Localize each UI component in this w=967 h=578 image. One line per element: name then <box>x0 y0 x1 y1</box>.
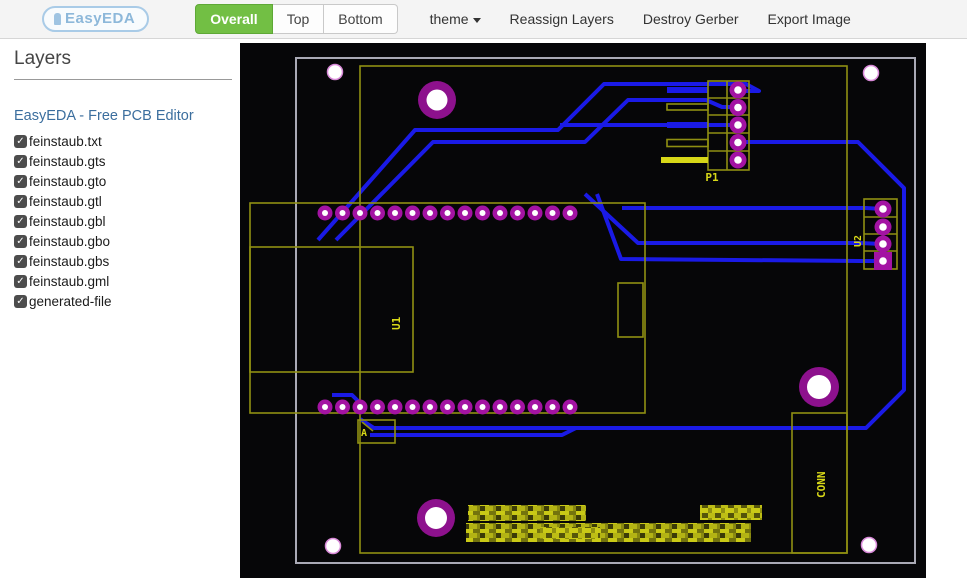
silkscreen <box>249 65 898 554</box>
layers-panel: Layers EasyEDA - Free PCB Editor ✓ feins… <box>0 40 240 311</box>
silkscreen-labels: P1 U2 U1 CONN A <box>361 171 864 498</box>
layer-item: ✓ feinstaub.gbs <box>14 251 232 271</box>
layer-checkbox[interactable]: ✓ <box>14 254 27 268</box>
menu-export-image[interactable]: Export Image <box>767 11 851 27</box>
layer-checkbox[interactable]: ✓ <box>14 234 27 248</box>
theme-label: theme <box>429 11 469 27</box>
gerber-drawing: P1 U2 U1 CONN A <box>249 57 916 564</box>
toolbar: EasyEDA Overall Top Bottom theme Reassig… <box>0 0 967 39</box>
label-conn: CONN <box>815 472 828 499</box>
view-button-bottom[interactable]: Bottom <box>324 4 398 34</box>
layer-list: ✓ feinstaub.txt ✓ feinstaub.gts ✓ feinst… <box>14 131 232 311</box>
label-p1: P1 <box>705 171 719 184</box>
logo-text: EasyEDA <box>65 10 136 27</box>
mounting-holes <box>324 63 880 555</box>
layer-checkbox[interactable]: ✓ <box>14 154 27 168</box>
logo-pen-icon <box>54 12 61 25</box>
censored-silkscreen-text <box>466 505 762 542</box>
easyeda-editor-link[interactable]: EasyEDA - Free PCB Editor <box>14 108 194 124</box>
theme-dropdown[interactable]: theme <box>430 11 481 27</box>
easyeda-logo: EasyEDA <box>42 6 150 32</box>
label-u1: U1 <box>390 316 403 330</box>
label-u2: U2 <box>853 235 864 247</box>
p1-pin-traces <box>667 87 708 128</box>
layer-checkbox[interactable]: ✓ <box>14 174 27 188</box>
gerber-canvas[interactable]: P1 U2 U1 CONN A <box>240 43 926 578</box>
layer-checkbox[interactable]: ✓ <box>14 214 27 228</box>
chevron-down-icon <box>472 17 481 23</box>
layer-checkbox[interactable]: ✓ <box>14 194 27 208</box>
menu-destroy-gerber[interactable]: Destroy Gerber <box>642 11 739 27</box>
label-a: A <box>361 428 367 439</box>
view-button-top[interactable]: Top <box>272 4 325 34</box>
layer-checkbox[interactable]: ✓ <box>14 134 27 148</box>
layer-item: ✓ generated-file <box>14 291 232 311</box>
view-button-overall[interactable]: Overall <box>195 4 273 34</box>
layers-panel-title: Layers <box>14 48 232 80</box>
layer-item: ✓ feinstaub.gml <box>14 271 232 291</box>
layer-item: ✓ feinstaub.gbl <box>14 211 232 231</box>
layer-item: ✓ feinstaub.gto <box>14 171 232 191</box>
layer-checkbox[interactable]: ✓ <box>14 294 27 308</box>
view-button-group: Overall Top Bottom <box>195 4 398 34</box>
menu-reassign-layers[interactable]: Reassign Layers <box>509 11 614 27</box>
layer-checkbox[interactable]: ✓ <box>14 274 27 288</box>
layer-item: ✓ feinstaub.gtl <box>14 191 232 211</box>
layer-item: ✓ feinstaub.txt <box>14 131 232 151</box>
board-outline <box>295 57 916 564</box>
layer-item: ✓ feinstaub.gts <box>14 151 232 171</box>
p1-pin5-mark <box>661 157 708 163</box>
layer-item: ✓ feinstaub.gbo <box>14 231 232 251</box>
copper-traces <box>316 82 906 437</box>
pads <box>317 81 892 415</box>
